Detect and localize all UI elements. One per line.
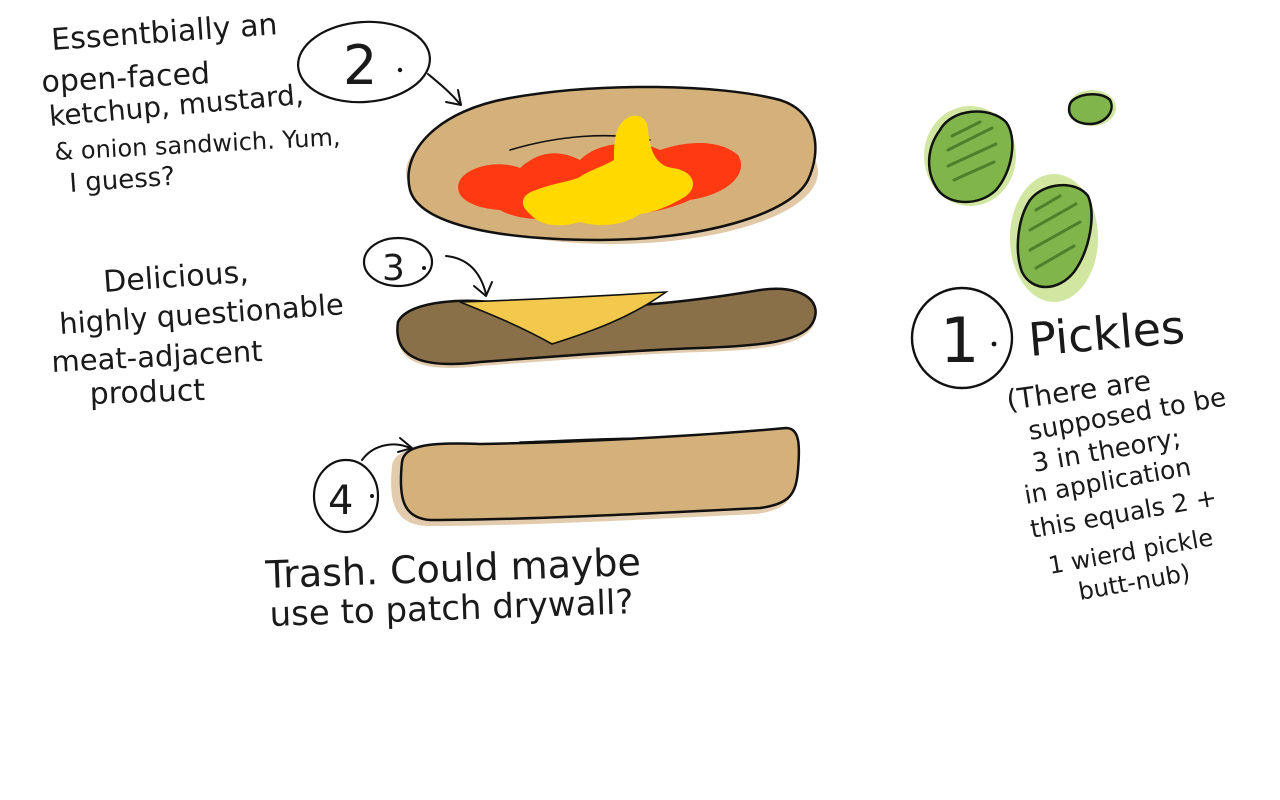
top-bun-note-line-1: Essentbially an — [50, 7, 278, 58]
pickle-1 — [924, 106, 1016, 206]
patty — [396, 287, 817, 368]
pickle-nub — [1067, 90, 1116, 126]
top-bun — [406, 85, 818, 244]
top-bun-note-line-4: & onion sandwich. Yum, — [54, 123, 341, 166]
patty-note-line-2: highly questionable — [58, 287, 345, 341]
pickles — [924, 90, 1116, 302]
patty-note-line-3: meat-adjacent — [51, 334, 264, 379]
bottom-bun-note: Trash. Could maybe use to patch drywall? — [264, 540, 642, 635]
cheese — [459, 291, 669, 345]
pickles-note: Pickles (There are supposed to be 3 in t… — [1004, 300, 1228, 606]
callout-1: 1 — [910, 286, 1014, 390]
callout-4-number: 4 — [328, 478, 353, 524]
callout-3-number: 3 — [382, 248, 405, 289]
pickle-2 — [1010, 174, 1098, 302]
callout-2: 2 — [297, 20, 462, 106]
top-bun-note-line-5: I guess? — [68, 162, 176, 199]
callout-3: 3 — [362, 236, 493, 297]
callout-2-number: 2 — [343, 34, 377, 97]
patty-note: Delicious, highly questionable meat-adja… — [51, 255, 345, 412]
patty-note-line-4: product — [89, 373, 206, 412]
patty-note-line-1: Delicious, — [102, 255, 250, 300]
bottom-bun — [391, 426, 801, 526]
top-bun-note: Essentbially an open-faced ketchup, must… — [41, 7, 342, 199]
callout-1-number: 1 — [940, 304, 979, 377]
callout-4: 4 — [312, 437, 413, 534]
pickles-note-title: Pickles — [1026, 300, 1187, 367]
mustard — [522, 115, 694, 226]
